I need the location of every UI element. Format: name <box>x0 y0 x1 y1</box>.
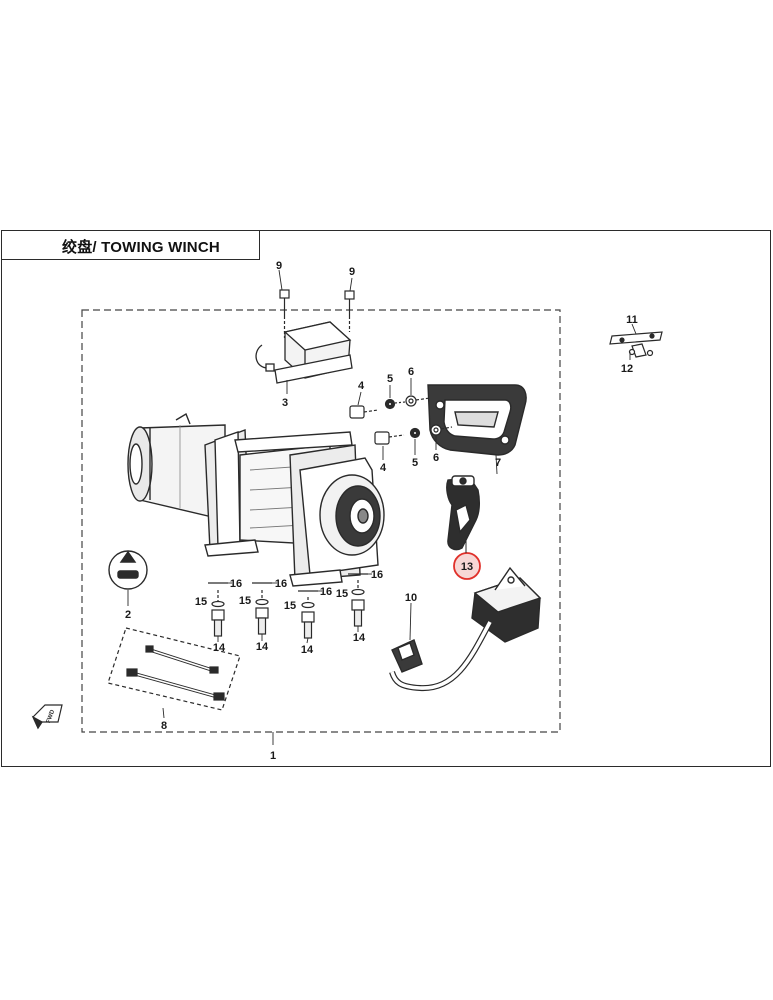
winch-assembly <box>127 412 385 587</box>
leader-lines <box>127 269 637 745</box>
base-fastener-3 <box>298 590 318 639</box>
callout-5-upper: 5 <box>387 373 393 385</box>
callout-16-b: 16 <box>275 578 287 590</box>
callout-15-c: 15 <box>284 600 296 612</box>
callout-5-lower: 5 <box>412 457 418 469</box>
diagram-frame <box>1 230 771 767</box>
callout-13: 13 <box>461 561 473 573</box>
callout-14-c: 14 <box>301 644 314 656</box>
contactor-box <box>255 321 353 384</box>
fastener-row-upper <box>349 395 431 419</box>
callout-14-b: 14 <box>256 641 269 653</box>
callout-7: 7 <box>495 457 501 469</box>
callout-14-a: 14 <box>213 642 226 654</box>
battery-cables <box>107 627 241 711</box>
callout-4-upper: 4 <box>358 380 365 392</box>
callout-4-lower: 4 <box>380 462 387 474</box>
bolt-9-right <box>344 290 355 332</box>
callout-16-d: 16 <box>371 569 383 581</box>
assembly-boundary <box>81 309 561 733</box>
warning-label <box>108 550 148 590</box>
bracket-plate <box>609 331 663 358</box>
base-fastener-2 <box>252 582 272 635</box>
callout-10: 10 <box>405 592 417 604</box>
callout-16-a: 16 <box>230 578 242 590</box>
fwd-label: FWD <box>46 709 57 725</box>
callout-6-upper: 6 <box>408 366 414 378</box>
callout-12: 12 <box>621 363 633 375</box>
callout-15-d: 15 <box>336 588 348 600</box>
fastener-row-lower <box>374 424 453 445</box>
fwd-arrow-icon <box>31 704 63 730</box>
callout-6-lower: 6 <box>433 452 439 464</box>
fairlead <box>427 384 527 456</box>
callout-14-d: 14 <box>353 632 366 644</box>
callout-3: 3 <box>282 397 288 409</box>
base-fastener-4 <box>348 573 368 627</box>
remote-control <box>389 566 542 692</box>
callout-15-b: 15 <box>239 595 251 607</box>
callout-11: 11 <box>626 314 638 326</box>
highlight-circle-13 <box>453 552 481 580</box>
callout-2: 2 <box>125 609 131 621</box>
callout-16-c: 16 <box>320 586 332 598</box>
callout-9-left: 9 <box>276 260 282 272</box>
base-fastener-1 <box>208 582 228 637</box>
callout-8: 8 <box>161 720 167 732</box>
callout-15-a: 15 <box>195 596 207 608</box>
callout-1: 1 <box>270 750 276 762</box>
diagram-title: 绞盘/ TOWING WINCH <box>62 239 220 256</box>
title-box <box>1 230 260 260</box>
bolt-9-left <box>279 289 290 338</box>
shackle <box>446 475 481 551</box>
callout-9-right: 9 <box>349 266 355 278</box>
